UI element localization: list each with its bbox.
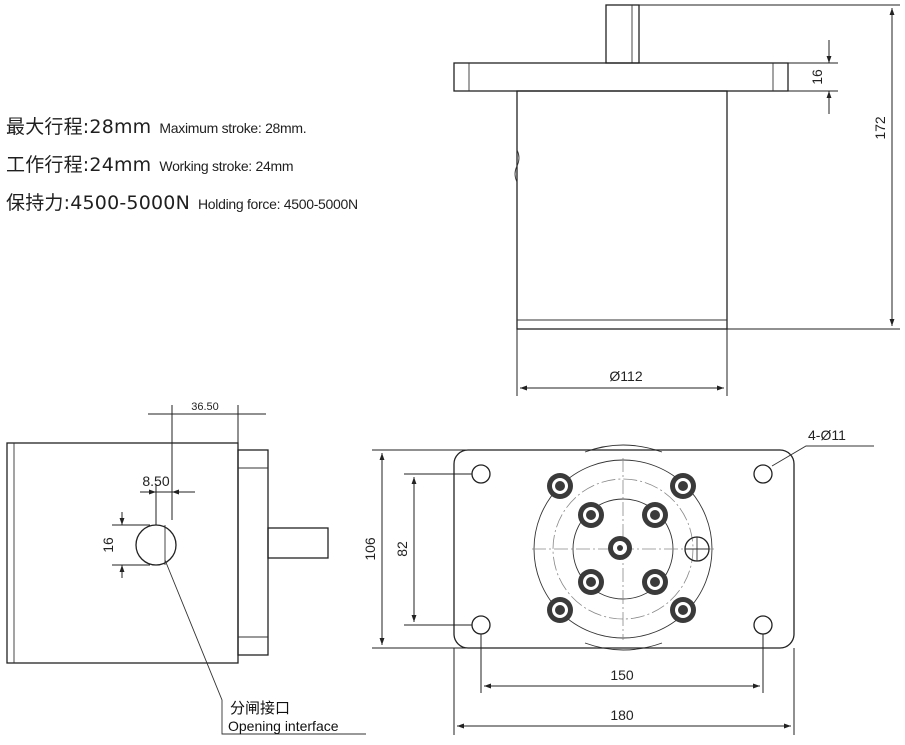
bolt bbox=[642, 502, 668, 528]
bolt bbox=[578, 502, 604, 528]
spec-holding-force-cn: 保持力:4500-5000N bbox=[6, 192, 190, 214]
side-body bbox=[6, 442, 239, 664]
bolt-pattern bbox=[547, 473, 696, 623]
spec-working-stroke: 工作行程:24mm Working stroke: 24mm bbox=[6, 156, 358, 194]
front-view: 16 172 Ø112 bbox=[453, 4, 900, 396]
spec-working-stroke-en: Working stroke: 24mm bbox=[159, 158, 294, 174]
side-flange bbox=[237, 449, 269, 656]
bottom-view: 4-Ø11 106 82 150 180 bbox=[362, 427, 874, 735]
bolt bbox=[670, 597, 696, 623]
dim-port-offset-8: 8.50 bbox=[142, 473, 169, 489]
dim-mount-holes: 4-Ø11 bbox=[808, 427, 846, 443]
bolt bbox=[578, 569, 604, 595]
dim-total-height: 172 bbox=[872, 116, 888, 140]
spec-max-stroke-cn: 最大行程:28mm bbox=[6, 116, 152, 138]
bolt bbox=[547, 597, 573, 623]
spec-working-stroke-cn: 工作行程:24mm bbox=[6, 154, 152, 176]
spec-holding-force-en: Holding force: 4500-5000N bbox=[197, 196, 358, 212]
dim-port-diameter: 16 bbox=[100, 537, 116, 553]
dim-hole-spacing-v: 82 bbox=[394, 541, 410, 557]
spec-max-stroke-en: Maximum stroke: 28mm. bbox=[159, 120, 307, 136]
bolt bbox=[547, 473, 573, 499]
mount-hole-top-right bbox=[753, 464, 773, 484]
top-shaft bbox=[605, 4, 640, 64]
dim-flange-thickness: 16 bbox=[809, 69, 825, 85]
dim-hole-spacing-h: 150 bbox=[610, 667, 634, 683]
mounting-flange bbox=[453, 62, 789, 92]
dim-port-offset-36: 36.50 bbox=[191, 401, 219, 413]
dim-body-diameter: Ø112 bbox=[609, 368, 642, 384]
center-bolt bbox=[608, 536, 632, 560]
bolt bbox=[642, 569, 668, 595]
side-view: 36.50 8.50 16 分闸接口 Opening interface bbox=[6, 401, 366, 735]
mount-hole-bottom-right bbox=[753, 615, 773, 635]
dim-plate-width: 180 bbox=[610, 707, 634, 723]
spec-list: 最大行程:28mm Maximum stroke: 28mm. 工作行程:24mm… bbox=[6, 118, 358, 232]
mount-hole-top-left bbox=[471, 464, 491, 484]
caption-port-en: Opening interface bbox=[228, 718, 339, 734]
spec-max-stroke: 最大行程:28mm Maximum stroke: 28mm. bbox=[6, 118, 358, 156]
side-fitting bbox=[684, 536, 710, 562]
caption-port-cn: 分闸接口 bbox=[230, 699, 290, 717]
base-plate bbox=[453, 449, 795, 649]
dim-plate-height: 106 bbox=[362, 537, 378, 561]
side-shaft bbox=[267, 527, 329, 559]
cylinder-body bbox=[516, 90, 728, 330]
mount-hole-bottom-left bbox=[471, 615, 491, 635]
spec-holding-force: 保持力:4500-5000N Holding force: 4500-5000N bbox=[6, 194, 358, 232]
opening-interface-port bbox=[135, 524, 177, 566]
bolt bbox=[670, 473, 696, 499]
